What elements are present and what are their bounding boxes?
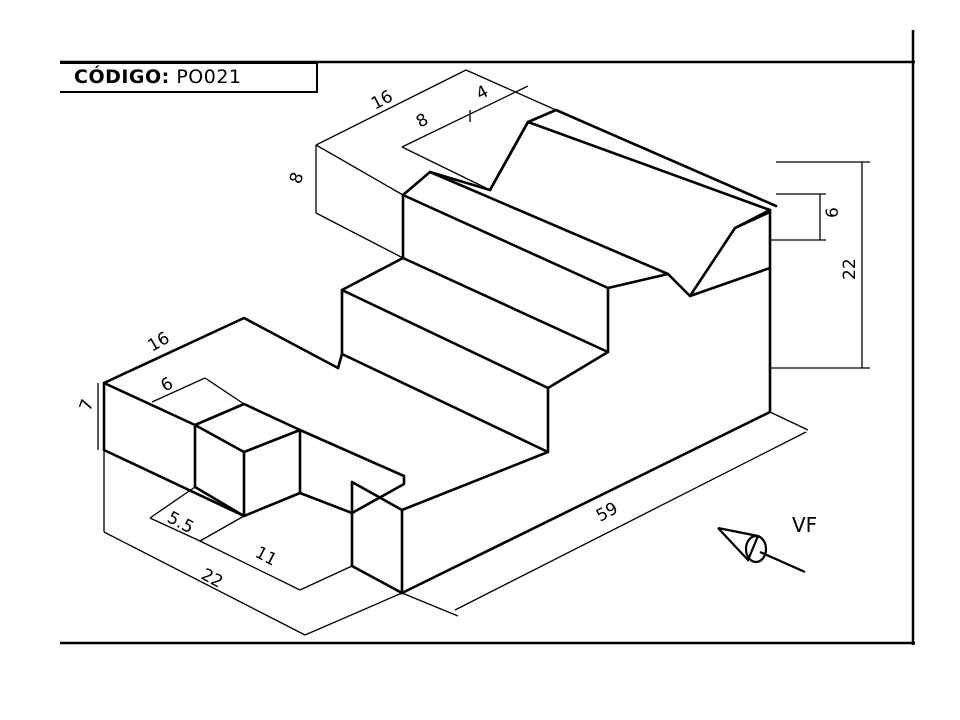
ext-top-3 bbox=[401, 146, 491, 191]
view-arrow-cone bbox=[717, 526, 760, 562]
ext-length-2 bbox=[769, 411, 809, 431]
code-label: CÓDIGO: bbox=[74, 66, 170, 88]
dim-top-inner: 8 bbox=[413, 110, 432, 133]
chamfer-right bbox=[733, 210, 772, 230]
ext-top-2 bbox=[465, 69, 557, 111]
dim-chamfer-height: 6 bbox=[823, 207, 843, 218]
top-back-edge bbox=[526, 108, 778, 208]
dimension-labels: 16 8 4 8 6 22 16 6 7 5.5 11 22 59 VF bbox=[76, 82, 860, 593]
dim-top-chamfer: 4 bbox=[473, 82, 492, 105]
code-title: CÓDIGO: PO021 bbox=[74, 66, 242, 88]
ext-base-5 bbox=[304, 592, 403, 636]
dim-left-height: 7 bbox=[76, 397, 98, 414]
ext-left-inner bbox=[204, 377, 245, 405]
dim-top-height: 8 bbox=[286, 170, 308, 187]
step-join bbox=[336, 352, 344, 370]
low-block-top bbox=[102, 316, 340, 385]
view-arrow-shaft bbox=[759, 550, 806, 574]
top-chamfer bbox=[428, 120, 772, 298]
dim-total-height: 22 bbox=[840, 258, 860, 280]
dim-top-depth-line bbox=[315, 69, 467, 146]
notch-bottom bbox=[350, 564, 404, 595]
ext-base-2 bbox=[199, 515, 245, 542]
step-2-front bbox=[546, 350, 610, 390]
view-label: VF bbox=[792, 513, 817, 537]
ext-top-height bbox=[315, 212, 404, 259]
right-face-chamfer bbox=[688, 266, 772, 298]
dim-base-mid-line bbox=[199, 540, 301, 591]
dim-top-depth: 16 bbox=[368, 87, 396, 115]
right-face bbox=[400, 208, 772, 595]
front-face-profile bbox=[102, 381, 406, 595]
block-top-back bbox=[193, 402, 302, 432]
dimension-lines bbox=[97, 69, 870, 636]
view-arrow-eye bbox=[744, 534, 768, 564]
ext-base-3 bbox=[299, 565, 353, 591]
dim-base-width: 22 bbox=[198, 565, 226, 593]
drawing-frame bbox=[60, 30, 915, 645]
ext-top-1 bbox=[315, 144, 404, 196]
notch-floor bbox=[298, 491, 354, 515]
dim-base-small-line bbox=[149, 517, 201, 542]
dim-left-inner-line bbox=[151, 377, 206, 403]
step-2 bbox=[340, 193, 610, 354]
dim-length-line bbox=[454, 431, 807, 611]
dim-base-width-line bbox=[103, 531, 306, 636]
dim-left-depth-line bbox=[103, 317, 245, 384]
dim-length: 59 bbox=[593, 499, 621, 527]
ext-length-1 bbox=[401, 592, 459, 617]
step-3-top bbox=[401, 170, 670, 290]
dim-base-small: 5.5 bbox=[164, 508, 197, 538]
code-value: PO021 bbox=[176, 66, 242, 88]
block-top-front bbox=[193, 423, 302, 454]
step-1 bbox=[340, 288, 550, 512]
ext-base-1 bbox=[149, 486, 196, 519]
dim-base-mid: 11 bbox=[252, 543, 280, 571]
chamfer-left bbox=[488, 120, 530, 192]
part-outline bbox=[102, 108, 778, 595]
dim-top-inner-line bbox=[401, 85, 529, 148]
dim-left-inner: 6 bbox=[158, 374, 177, 397]
view-arrow bbox=[717, 526, 806, 574]
